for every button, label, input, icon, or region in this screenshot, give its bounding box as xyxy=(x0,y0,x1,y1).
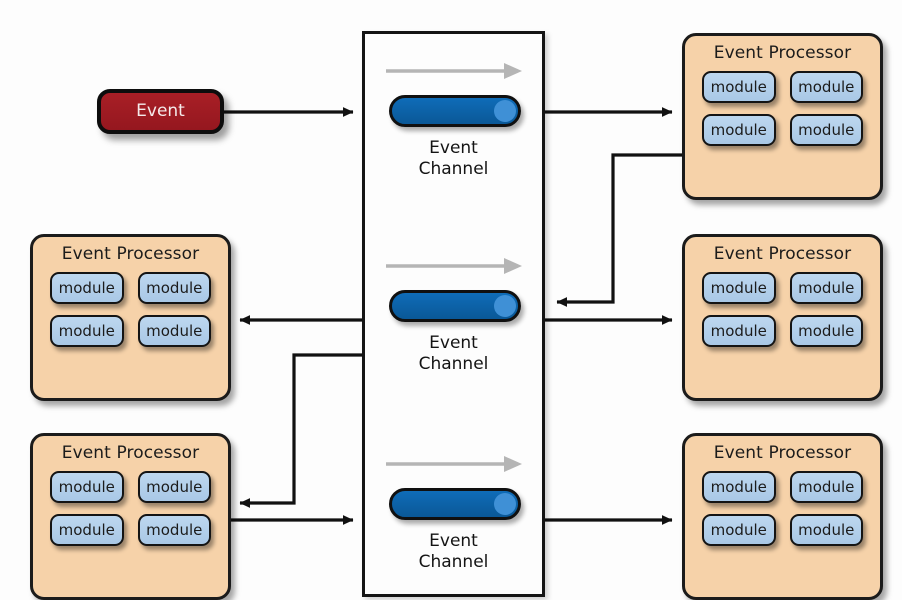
event-label: Event xyxy=(136,101,185,121)
module-box[interactable]: module xyxy=(789,315,863,347)
module-box[interactable]: module xyxy=(702,71,776,103)
module-box[interactable]: module xyxy=(137,514,211,546)
processor-top-right[interactable]: Event Processor module module module mod… xyxy=(682,33,883,200)
flow-arrow-icon xyxy=(386,258,522,274)
processor-title: Event Processor xyxy=(713,43,852,63)
module-box[interactable]: module xyxy=(789,471,863,503)
module-box[interactable]: module xyxy=(50,471,124,503)
module-box[interactable]: module xyxy=(50,315,124,347)
channel-1-line1: Event xyxy=(429,138,478,158)
processor-title: Event Processor xyxy=(61,443,200,463)
module-box[interactable]: module xyxy=(137,272,211,304)
module-box[interactable]: module xyxy=(702,114,776,146)
event-broker-container: Event Channel Event Channel xyxy=(362,31,545,597)
processor-mid-right[interactable]: Event Processor module module module mod… xyxy=(682,234,883,401)
channel-1-line2: Channel xyxy=(418,159,489,180)
module-grid: module module module module xyxy=(685,63,880,158)
processor-title: Event Processor xyxy=(61,244,200,264)
module-grid: module module module module xyxy=(33,463,228,558)
channel-pill-2 xyxy=(389,290,521,322)
module-box[interactable]: module xyxy=(137,471,211,503)
module-box[interactable]: module xyxy=(789,272,863,304)
processor-title: Event Processor xyxy=(713,244,852,264)
module-box[interactable]: module xyxy=(137,315,211,347)
module-box[interactable]: module xyxy=(50,272,124,304)
event-channel-2[interactable]: Event Channel xyxy=(365,229,542,409)
channel-2-line2: Channel xyxy=(418,354,489,375)
module-grid: module module module module xyxy=(685,264,880,359)
flow-arrow-icon xyxy=(386,63,522,79)
module-box[interactable]: module xyxy=(789,71,863,103)
event-channel-3[interactable]: Event Channel xyxy=(365,427,542,600)
processor-title: Event Processor xyxy=(713,443,852,463)
channel-3-line2: Channel xyxy=(418,552,489,573)
channel-pill-3 xyxy=(389,488,521,520)
channel-3-caption: Event Channel xyxy=(365,531,542,574)
module-box[interactable]: module xyxy=(702,272,776,304)
processor-bottom-right[interactable]: Event Processor module module module mod… xyxy=(682,433,883,600)
module-box[interactable]: module xyxy=(702,471,776,503)
module-box[interactable]: module xyxy=(789,114,863,146)
wire-channel2-to-proc-bottom-left xyxy=(239,353,362,508)
channel-pill-cap xyxy=(494,493,516,515)
wire-proc-top-right-to-channel2 xyxy=(556,153,682,307)
module-box[interactable]: module xyxy=(50,514,124,546)
channel-3-line1: Event xyxy=(429,531,478,551)
module-box[interactable]: module xyxy=(789,514,863,546)
event-source-box[interactable]: Event xyxy=(97,89,224,134)
event-channel-1[interactable]: Event Channel xyxy=(365,34,542,214)
module-grid: module module module module xyxy=(33,264,228,359)
channel-2-line1: Event xyxy=(429,333,478,353)
channel-pill-1 xyxy=(389,95,521,127)
module-box[interactable]: module xyxy=(702,315,776,347)
module-grid: module module module module xyxy=(685,463,880,558)
channel-1-caption: Event Channel xyxy=(365,138,542,181)
channel-2-caption: Event Channel xyxy=(365,333,542,376)
channel-pill-cap xyxy=(494,295,516,317)
module-box[interactable]: module xyxy=(702,514,776,546)
flow-arrow-icon xyxy=(386,456,522,472)
processor-mid-left[interactable]: Event Processor module module module mod… xyxy=(30,234,231,401)
processor-bottom-left[interactable]: Event Processor module module module mod… xyxy=(30,433,231,600)
channel-pill-cap xyxy=(494,100,516,122)
